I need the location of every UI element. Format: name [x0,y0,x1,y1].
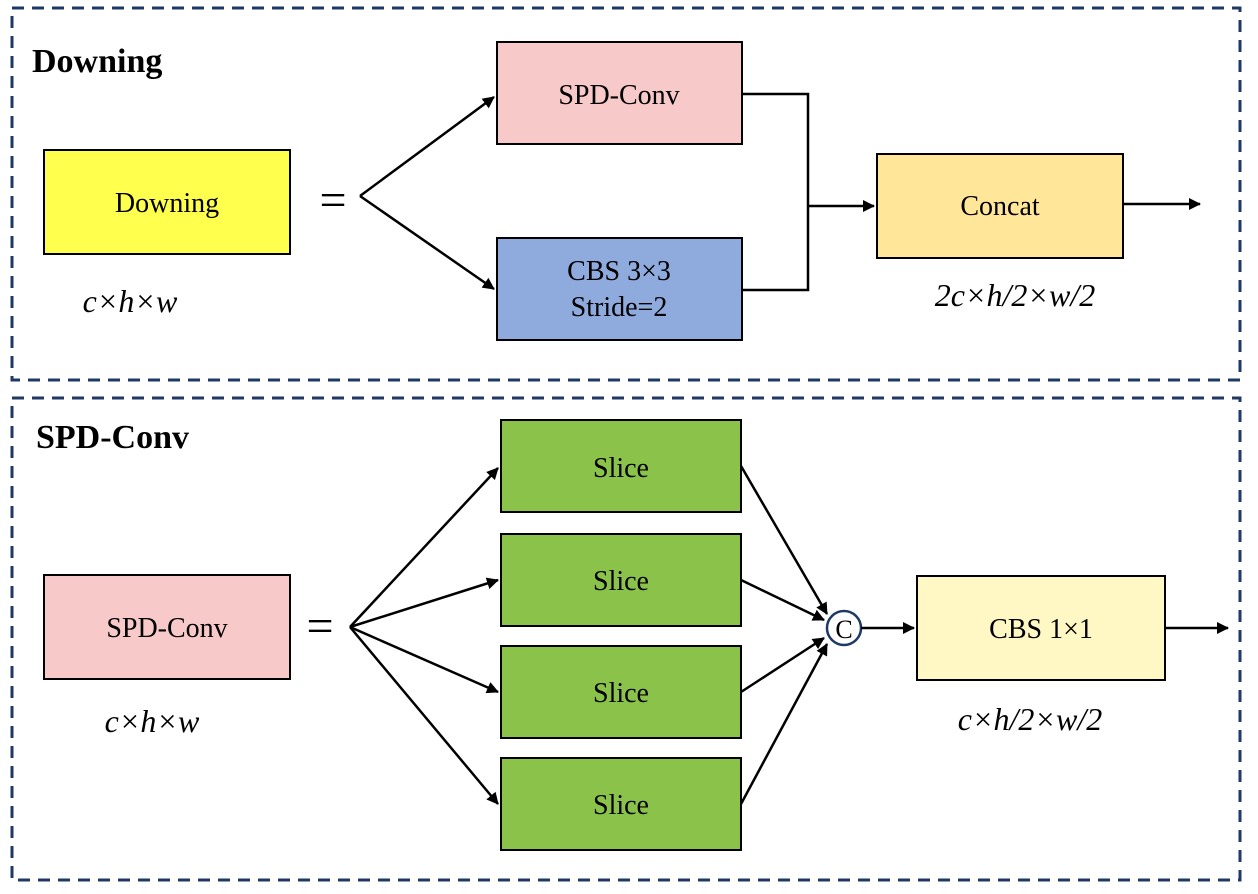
downing-cbs-label-line1: CBS 3×3 [567,256,671,287]
downing-input-box [43,149,291,255]
slice-label-3: Slice [593,678,649,709]
slice-box-4 [500,757,742,851]
merge-arrow-2 [740,578,825,622]
spd-conv-equals-sign: = [306,600,333,653]
downing-cbs-label-line2: Stride=2 [571,292,668,323]
downing-spd-conv-box [496,41,743,145]
merge-arrow-3 [740,636,825,694]
downing-equals-sign: = [319,174,346,227]
slice-arrow-3 [349,625,499,694]
slice-label-2: Slice [593,566,649,597]
spd-conv-input-dims: c×h×w [105,703,200,739]
downing-output-dims: 2c×h/2×w/2 [935,277,1096,313]
slice-box-1 [500,419,742,513]
spd-conv-panel-title: SPD-Conv [36,419,189,456]
downing-panel: Downing Downing c×h×w = SPD-Conv CBS 3×3… [10,6,1242,382]
spd-conv-panel-border [10,396,1242,882]
downing-panel-title: Downing [32,43,162,80]
spd-conv-input-box [43,574,291,680]
slice-box-2 [500,533,742,627]
downing-branch-arrow-top [359,95,495,198]
spd-conv-input-label: SPD-Conv [106,613,227,644]
merge-arrow-1 [739,465,829,615]
spd-conv-panel: SPD-Conv SPD-Conv c×h×w = Slice Slice Sl… [10,396,1242,882]
downing-input-dims: c×h×w [83,283,178,319]
slice-arrow-2 [349,577,499,629]
downing-spd-conv-label: SPD-Conv [558,80,679,111]
downing-input-label: Downing [115,188,219,219]
downing-concat-label: Concat [960,191,1040,222]
spd-conv-cbs-label: CBS 1×1 [989,614,1093,645]
slice-arrow-1 [349,467,499,628]
spd-conv-cbs-box [916,575,1166,681]
downing-concat-box [876,153,1124,259]
spd-conv-output-dims: c×h/2×w/2 [958,701,1103,737]
merge-arrow-4 [739,643,829,805]
downing-cbs-box [496,237,743,341]
slice-label-1: Slice [593,453,649,484]
downing-merge-connector [742,92,810,292]
concat-node-label: C [835,615,852,644]
slice-label-4: Slice [593,790,649,821]
downing-branch-arrow-bottom [359,194,495,291]
slice-box-3 [500,645,742,739]
slice-arrow-4 [349,626,499,805]
